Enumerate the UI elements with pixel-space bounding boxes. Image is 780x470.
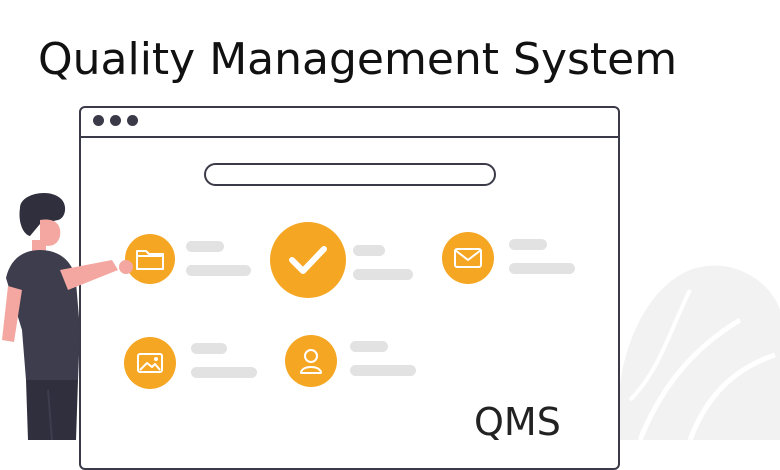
background-leaf-decoration [618, 265, 780, 440]
placeholder-line [186, 241, 224, 252]
page-title: Quality Management System [38, 34, 678, 85]
checkmark-icon [270, 222, 346, 298]
mail-icon [442, 232, 494, 284]
image-icon [124, 337, 176, 389]
user-icon [285, 335, 337, 387]
qms-label: QMS [474, 400, 561, 444]
placeholder-line [350, 341, 388, 352]
browser-window-illustration [79, 106, 620, 470]
person-illustration [2, 193, 133, 440]
browser-titlebar [81, 108, 618, 138]
placeholder-line [509, 263, 575, 274]
placeholder-line [191, 343, 227, 354]
window-dot-icon [110, 115, 121, 126]
folder-icon [125, 234, 175, 284]
placeholder-line [186, 265, 251, 276]
placeholder-line [353, 245, 385, 256]
placeholder-line [350, 365, 416, 376]
placeholder-line [353, 269, 413, 280]
placeholder-line [191, 367, 257, 378]
window-dot-icon [93, 115, 104, 126]
placeholder-line [509, 239, 547, 250]
window-dot-icon [127, 115, 138, 126]
search-bar [204, 163, 496, 186]
